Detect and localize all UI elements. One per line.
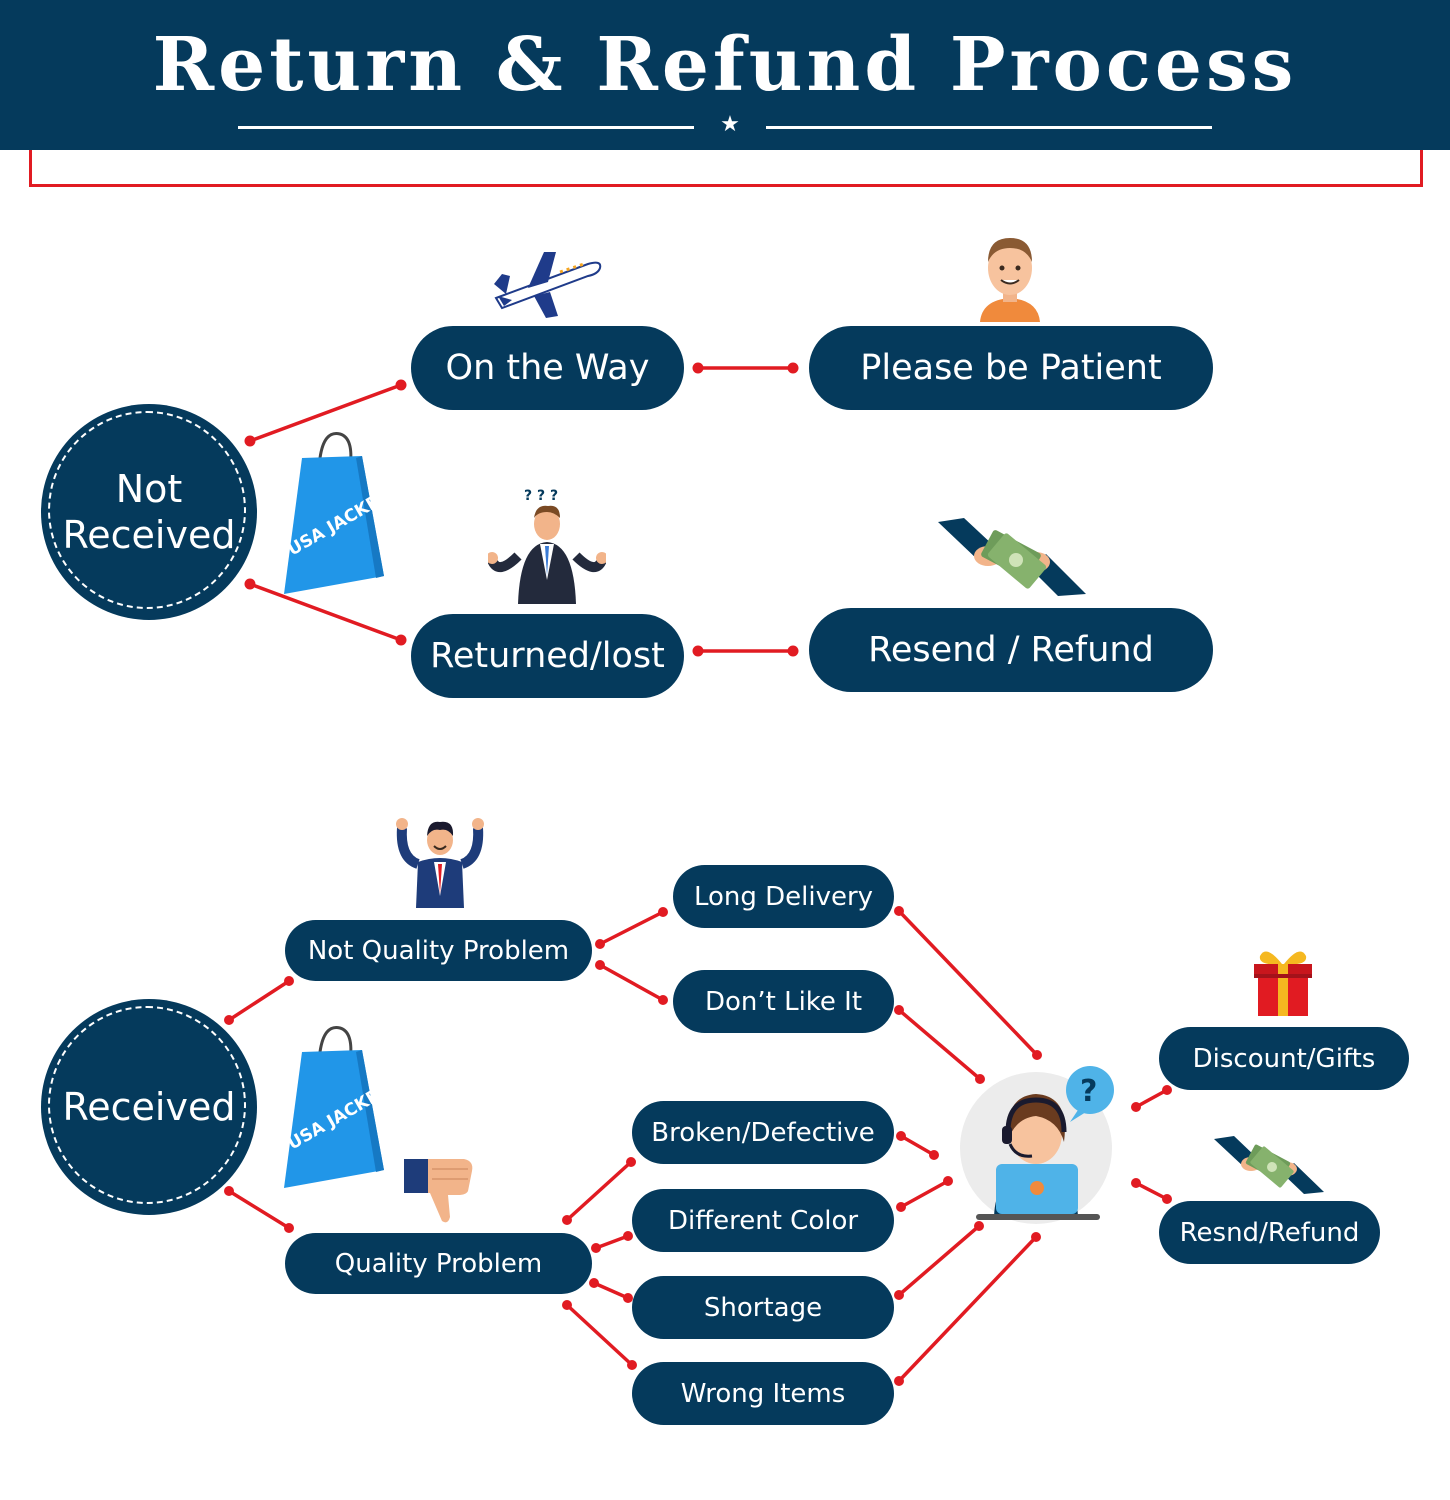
money-handshake-icon xyxy=(938,518,1086,596)
money-handshake-icon xyxy=(1214,1136,1324,1194)
confused-man-icon: ? ? ? xyxy=(488,488,606,604)
patient-man-icon xyxy=(980,238,1040,322)
support-agent-icon: ? xyxy=(960,1066,1114,1224)
thumbs-down-icon xyxy=(404,1159,473,1223)
svg-text:?: ? xyxy=(1080,1074,1097,1109)
resnd-refund-node: Resnd/Refund xyxy=(1159,1201,1380,1264)
page-title: Return & Refund Process xyxy=(152,22,1298,108)
shopping-bag-icon: USA JACKET xyxy=(284,1026,386,1188)
star-icon: ★ xyxy=(720,112,740,137)
not-received-node: Not Received xyxy=(41,404,257,620)
please-be-patient-node: Please be Patient xyxy=(809,326,1213,410)
title-underline-right xyxy=(766,126,1212,129)
header-frame xyxy=(29,150,1423,187)
header-banner: Return & Refund Process ★ xyxy=(0,0,1450,150)
shopping-bag-icon: USA JACKET xyxy=(284,432,386,594)
quality-problem-node: Quality Problem xyxy=(285,1233,592,1294)
svg-text:? ? ?: ? ? ? xyxy=(524,488,558,504)
not-received-label-line2: Received xyxy=(62,513,236,557)
broken-defective-node: Broken/Defective xyxy=(632,1101,894,1164)
airplane-icon xyxy=(494,252,602,318)
resend-refund-node: Resend / Refund xyxy=(809,608,1213,692)
dashed-ring xyxy=(48,411,246,609)
dont-like-it-node: Don’t Like It xyxy=(673,970,894,1033)
on-the-way-node: On the Way xyxy=(411,326,684,410)
happy-man-icon xyxy=(396,818,484,908)
long-delivery-node: Long Delivery xyxy=(673,865,894,928)
shortage-node: Shortage xyxy=(632,1276,894,1339)
received-label: Received xyxy=(62,1085,236,1129)
dashed-ring xyxy=(48,1006,246,1204)
title-underline-left xyxy=(238,126,694,129)
discount-gifts-node: Discount/Gifts xyxy=(1159,1027,1409,1090)
different-color-node: Different Color xyxy=(632,1189,894,1252)
gift-icon xyxy=(1254,951,1312,1016)
wrong-items-node: Wrong Items xyxy=(632,1362,894,1425)
not-received-label-line1: Not xyxy=(115,467,183,511)
returned-lost-node: Returned/lost xyxy=(411,614,684,698)
not-quality-problem-node: Not Quality Problem xyxy=(285,920,592,981)
received-node: Received xyxy=(41,999,257,1215)
